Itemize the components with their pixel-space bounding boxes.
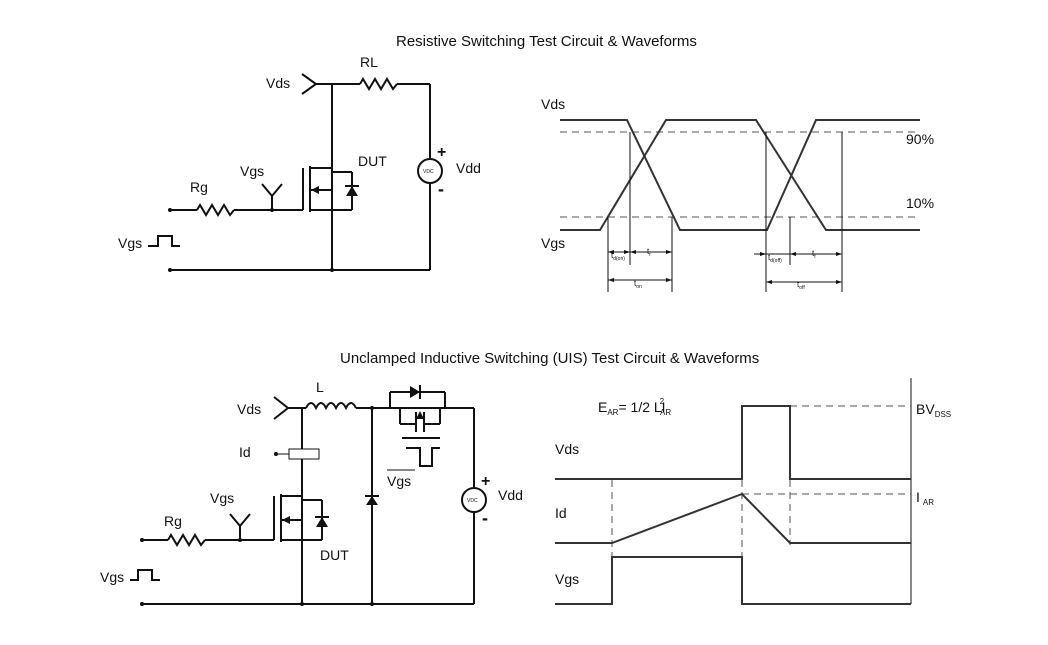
vdd-plus: + — [437, 144, 446, 161]
vgs-bar-pulse-symbol — [406, 447, 440, 467]
uis-vdd-label: Vdd — [498, 487, 523, 503]
bottom-title: Unclamped Inductive Switching (UIS) Test… — [340, 350, 759, 367]
vdc-label: VDC — [423, 169, 434, 175]
vgs-waveform-trace — [560, 119, 920, 231]
uis-vds-trace — [555, 405, 911, 480]
inductor-label: L — [316, 379, 324, 395]
wave-vgs-label: Vgs — [541, 235, 565, 251]
level-90-label: 90% — [906, 131, 934, 147]
dut-label: DUT — [358, 153, 387, 169]
toff-label: toff — [797, 280, 805, 291]
vgs-label: Vgs — [240, 163, 264, 179]
uis-dut-mosfet — [282, 516, 290, 524]
uis-body-diode — [316, 517, 328, 527]
vds-waveform-trace — [560, 119, 920, 231]
tf-label: tf — [812, 249, 816, 260]
tr-label: tr — [647, 247, 651, 258]
vgs-bar-label: Vgs — [387, 473, 411, 489]
uis-wave-vds-label: Vds — [555, 441, 579, 457]
uis-wave-id-label: Id — [555, 505, 567, 521]
uis-vdd-minus: - — [482, 508, 488, 528]
inductor-l — [305, 402, 357, 411]
id-label: Id — [239, 444, 251, 460]
vgs-terminal-symbol — [261, 183, 283, 198]
vgs-pulse-label: Vgs — [118, 235, 142, 251]
uis-test-circuit: Vds L Id Vgs — [100, 379, 523, 606]
uis-vds-label: Vds — [237, 401, 261, 417]
uis-dut-label: DUT — [320, 547, 349, 563]
rl-resistor — [359, 77, 398, 91]
high-side-diode — [410, 386, 420, 398]
uis-vgs-terminal-symbol — [229, 513, 251, 528]
uis-vgs-pulse-label: Vgs — [100, 569, 124, 585]
uis-rg-resistor — [167, 533, 206, 547]
uis-vgs-pulse-symbol — [130, 569, 160, 581]
rg-resistor — [196, 203, 235, 217]
rg-label: Rg — [190, 179, 208, 195]
uis-id-trace — [555, 492, 911, 544]
uis-vds-terminal-symbol — [273, 396, 290, 420]
td-on-label: td(on) — [611, 251, 625, 262]
uis-rg-label: Rg — [164, 513, 182, 529]
vgs-pulse-symbol — [148, 235, 180, 247]
top-title: Resistive Switching Test Circuit & Wavef… — [396, 33, 697, 50]
freewheel-diode — [366, 496, 378, 505]
uis-vdc-label: VDC — [467, 498, 478, 504]
uis-wave-vgs-label: Vgs — [555, 571, 579, 587]
uis-vdd-plus: + — [481, 473, 490, 490]
dut-body-diode — [346, 186, 358, 196]
ton-label: ton — [634, 279, 642, 290]
wave-vds-label: Vds — [541, 96, 565, 112]
vdd-label: Vdd — [456, 160, 481, 176]
uis-vgs-trace — [555, 556, 911, 605]
td-off-label: td(off) — [768, 253, 782, 264]
vdd-minus: - — [438, 179, 444, 199]
rl-label: RL — [360, 54, 378, 70]
vds-terminal-symbol — [301, 73, 318, 95]
resistive-waveform: Vds Vgs 90% 10% td(on) tr ton td — [541, 96, 934, 292]
vds-label: Vds — [266, 75, 290, 91]
bvdss-label: BVDSS — [916, 401, 951, 419]
uis-vgs-label: Vgs — [210, 490, 234, 506]
id-current-probe — [288, 448, 320, 460]
resistive-test-circuit: Vds RL VDC + - Vdd DUT Vgs — [118, 54, 481, 272]
level-10-label: 10% — [906, 195, 934, 211]
